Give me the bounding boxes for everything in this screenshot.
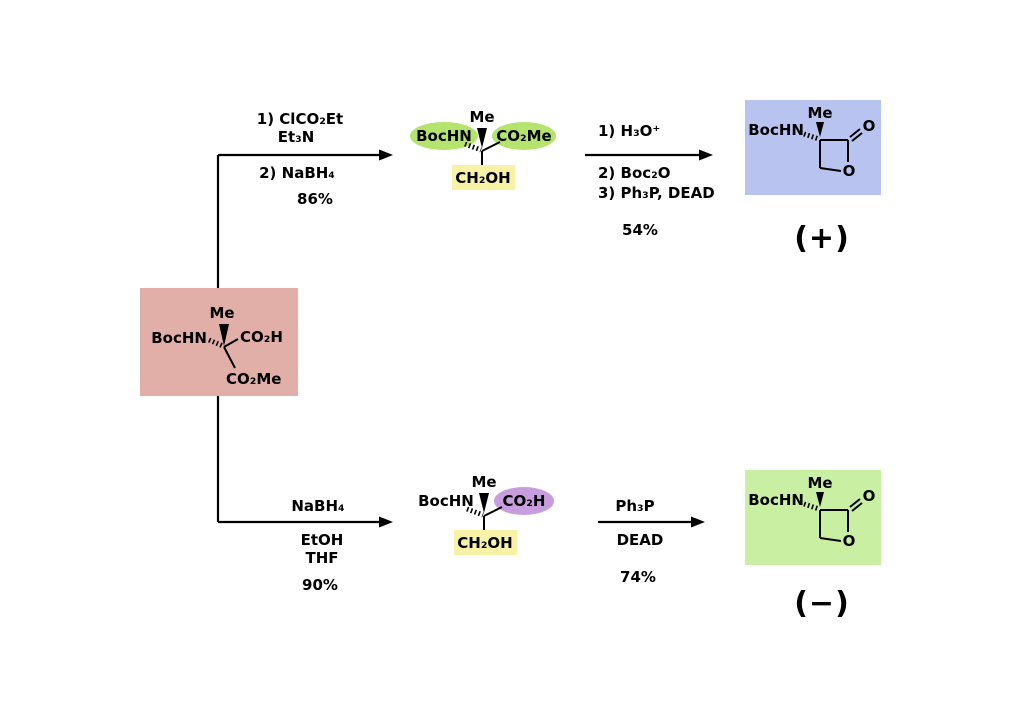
yield-label: 54% (622, 221, 658, 239)
green-highlight (410, 122, 478, 150)
blue-highlight-box (745, 100, 881, 195)
hash-bond (208, 337, 224, 349)
top-intermediate-structure: BocHN Me CO₂Me CH₂OH (410, 108, 556, 190)
carbonyl-oxygen: O (863, 117, 876, 135)
top-step1-reagents: 1) ClCO₂Et Et₃N 2) NaBH₄ 86% (257, 110, 343, 208)
substituent-co2h: CO₂H (503, 492, 546, 510)
bottom-step2-reagents: Ph₃P DEAD 74% (615, 497, 663, 586)
substituent-me: Me (471, 473, 496, 491)
carbonyl-bond (849, 128, 861, 138)
substituent-me: Me (807, 104, 832, 122)
reagent-line: 1) ClCO₂Et (257, 110, 343, 128)
substituent-me: Me (469, 108, 494, 126)
wedge-bond (477, 128, 487, 148)
substituent-ch2oh: CH₂OH (455, 169, 510, 187)
substituent-bochn: BocHN (748, 491, 804, 509)
carbonyl-bond (851, 502, 863, 512)
reagent-line: 2) NaBH₄ (259, 164, 335, 182)
reagent-line: 3) Ph₃P, DEAD (598, 184, 715, 202)
substituent-bochn: BocHN (151, 329, 207, 347)
hash-bond (803, 131, 820, 142)
bottom-step1-reagents: NaBH₄ EtOH THF 90% (291, 497, 344, 594)
green-highlight (492, 122, 556, 150)
substituent-co2me: CO₂Me (496, 127, 551, 145)
ring-oxygen: O (843, 162, 856, 180)
purple-highlight (494, 487, 554, 515)
arrowhead-icon (379, 149, 393, 161)
carbonyl-oxygen: O (863, 487, 876, 505)
top-arrow-2 (585, 149, 713, 161)
bottom-arrow-1 (218, 516, 393, 528)
green-highlight-box (745, 470, 881, 565)
wedge-bond (219, 324, 229, 346)
reagent-line: NaBH₄ (291, 497, 344, 515)
reagent-line: Et₃N (278, 128, 315, 146)
bottom-intermediate-structure: BocHN Me CO₂H CH₂OH (418, 473, 554, 555)
optical-rotation-plus: (+) (794, 221, 850, 256)
substituent-ch2oh: CH₂OH (457, 534, 512, 552)
substituent-me: Me (807, 474, 832, 492)
hash-bond (803, 501, 820, 512)
bottom-arrow-2 (598, 516, 705, 528)
optical-rotation-minus: (−) (794, 586, 850, 621)
bottom-product-structure: Me BocHN O O (745, 470, 881, 565)
arrowhead-icon (691, 516, 705, 528)
carbonyl-bond (851, 132, 863, 142)
wedge-bond (816, 122, 824, 137)
top-product-structure: Me BocHN O O (745, 100, 881, 195)
reagent-line: 1) H₃O⁺ (598, 122, 660, 140)
top-arrow-1 (218, 149, 393, 161)
wedge-bond (479, 493, 489, 513)
carbonyl-bond (849, 498, 861, 508)
yield-label: 90% (302, 576, 338, 594)
substituent-bochn: BocHN (418, 492, 474, 510)
reagent-line: DEAD (617, 531, 664, 549)
starting-material-structure: Me BocHN CO₂H CO₂Me (140, 288, 298, 396)
substituent-bochn: BocHN (416, 127, 472, 145)
top-step2-reagents: 1) H₃O⁺ 2) Boc₂O 3) Ph₃P, DEAD 54% (598, 122, 715, 239)
substituent-co2me: CO₂Me (226, 370, 281, 388)
ring-oxygen: O (843, 532, 856, 550)
hash-bond (464, 141, 482, 153)
reagent-line: 2) Boc₂O (598, 164, 670, 182)
yellow-highlight (454, 530, 517, 555)
arrowhead-icon (699, 149, 713, 161)
reagent-line: THF (305, 549, 338, 567)
wedge-bond (816, 492, 824, 507)
pink-highlight-box (140, 288, 298, 396)
hash-bond (466, 506, 484, 518)
substituent-bochn: BocHN (748, 121, 804, 139)
yield-label: 86% (297, 190, 333, 208)
reagent-line: EtOH (301, 531, 344, 549)
substituent-me: Me (209, 304, 234, 322)
reagent-line: Ph₃P (615, 497, 654, 515)
substituent-co2h: CO₂H (240, 328, 283, 346)
yellow-highlight (452, 165, 515, 190)
yield-label: 74% (620, 568, 656, 586)
arrowhead-icon (379, 516, 393, 528)
